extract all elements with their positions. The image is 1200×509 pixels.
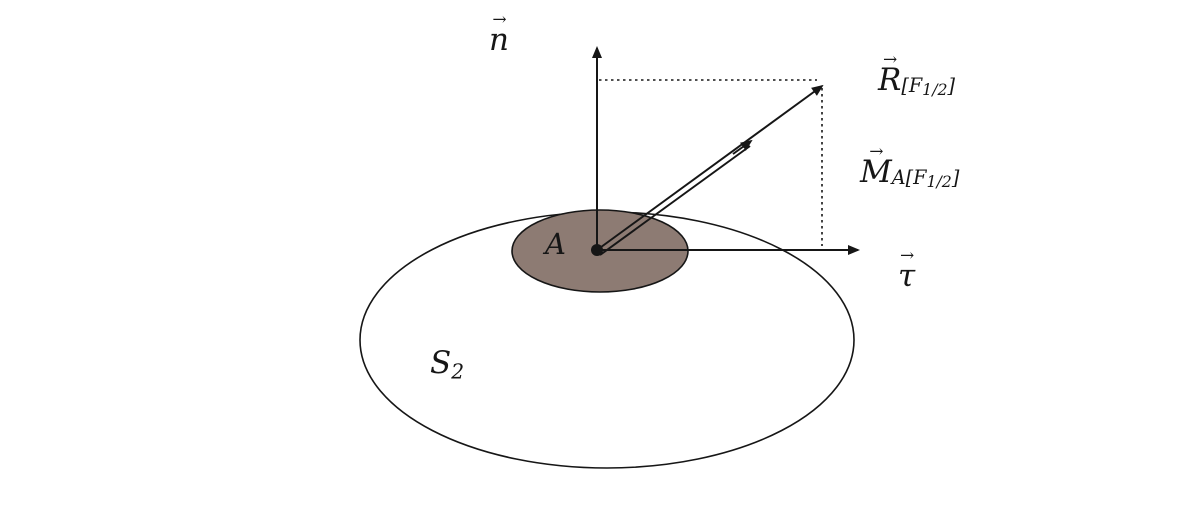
vector-m-symbol: → M (860, 142, 892, 191)
vector-n-symbol: → n (489, 10, 509, 59)
subscript-f: F (913, 166, 927, 190)
subscript-open-bracket: [ (905, 166, 914, 190)
vector-arrow-icon: → (883, 50, 897, 70)
surface-letter: S (430, 345, 452, 381)
vector-m-letter: M (860, 154, 892, 191)
vector-tau-letter: τ (898, 258, 916, 295)
point-a-dot (591, 244, 603, 256)
vector-arrow-icon: → (899, 246, 914, 266)
vector-m-arrowhead (732, 139, 753, 155)
vector-tau-symbol: → τ (898, 246, 916, 295)
vector-r-symbol: → R (878, 50, 902, 99)
vector-arrow-icon: → (492, 10, 506, 30)
subscript-open-bracket: [ (901, 74, 909, 98)
subscript-half: 1/2 (922, 80, 948, 100)
subscript-a: A (891, 166, 906, 190)
vector-n-letter: n (489, 22, 509, 59)
label-normal-vector: → n (489, 10, 509, 59)
vector-m-second-shaft (599, 145, 751, 256)
subscript-close-bracket: ] (947, 74, 956, 98)
subscript-f: F (908, 74, 923, 98)
subscript-close-bracket: ] (951, 166, 960, 190)
surface-subscript: 2 (451, 359, 465, 384)
label-point-a: A (545, 227, 566, 261)
vector-arrow-icon: → (869, 142, 883, 162)
subscript-half: 1/2 (926, 172, 952, 192)
label-tangent-vector: → τ (898, 246, 916, 295)
vector-r-shaft (596, 84, 824, 251)
vector-r-letter: R (878, 62, 902, 99)
